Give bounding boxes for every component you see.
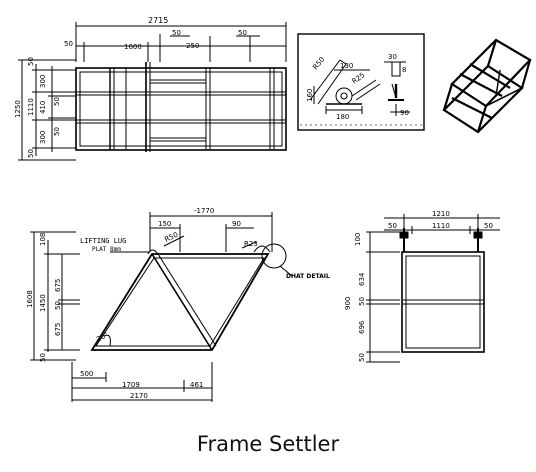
dim-label: 50 (388, 222, 397, 230)
dim-label: 50 (358, 297, 366, 306)
dim-label: 50 (53, 127, 61, 136)
dim-label: 160 (306, 89, 314, 102)
dim-label: 1600 (124, 43, 142, 51)
dim-label: 2170 (130, 392, 148, 400)
dim-label: 50 (27, 57, 35, 66)
dim-label: 250 (186, 42, 199, 50)
dim-label: 50 (54, 301, 62, 310)
dim-label: 300 (39, 131, 47, 144)
end-view (366, 214, 500, 363)
dim-label: 90 (400, 109, 409, 117)
dim-label: 108 (39, 233, 47, 246)
dim-label: R50 (311, 56, 326, 72)
detail-label: DHAT DETAIL (286, 273, 330, 280)
dim-label: 410 (39, 101, 47, 114)
dim-label: 50 (53, 97, 61, 106)
dim-label: 300 (39, 75, 47, 88)
dim-label: 1210 (432, 210, 450, 218)
dim-label: 1608 (26, 290, 34, 308)
dim-label: 90 (232, 220, 241, 228)
dim-label: 100 (354, 233, 362, 246)
dim-label: 150 (158, 220, 171, 228)
dim-label: 675 (54, 279, 62, 292)
dim-label: 130 (340, 62, 353, 70)
dim-label: 50 (172, 29, 181, 37)
dim-label: 500 (80, 370, 93, 378)
dim-label: 675 (54, 323, 62, 336)
lug-plate-label: PLAT 8mm (92, 246, 121, 253)
dim-label: 8 (402, 66, 406, 74)
isometric-view (442, 38, 532, 134)
lifting-lug-label: LIFTING LUG (80, 237, 126, 245)
dim-label: 900 (344, 297, 352, 310)
dim-label: R25 (351, 71, 367, 85)
dim-label: 180 (336, 113, 349, 121)
dim-label: 1450 (39, 294, 47, 312)
dim-label: 50 (27, 149, 35, 158)
dim-label: 634 (358, 272, 366, 286)
dim-label: 50 (484, 222, 493, 230)
dim-label: 50 (358, 353, 366, 362)
dim-label: 696 (358, 320, 366, 334)
dim-label: 461 (190, 381, 203, 389)
dim-label: 50 (39, 353, 47, 362)
dim-label: 1709 (122, 381, 140, 389)
dim-label: 1110 (27, 98, 35, 116)
side-view (30, 212, 293, 402)
dim-label: R23 (244, 240, 258, 248)
dim-total-width: 2715 (148, 16, 168, 25)
dim-label: 1250 (14, 100, 22, 118)
dim-label: 1110 (432, 222, 450, 230)
front-view (18, 22, 287, 161)
dim-label: 50 (238, 29, 247, 37)
dim-label: 30 (388, 53, 397, 61)
figure-caption: Frame Settler (196, 432, 340, 456)
lug-detail (297, 33, 425, 131)
dim-label: -1770 (194, 207, 214, 215)
dim-label: 50 (64, 40, 73, 48)
angle-label: 30° (95, 331, 110, 344)
